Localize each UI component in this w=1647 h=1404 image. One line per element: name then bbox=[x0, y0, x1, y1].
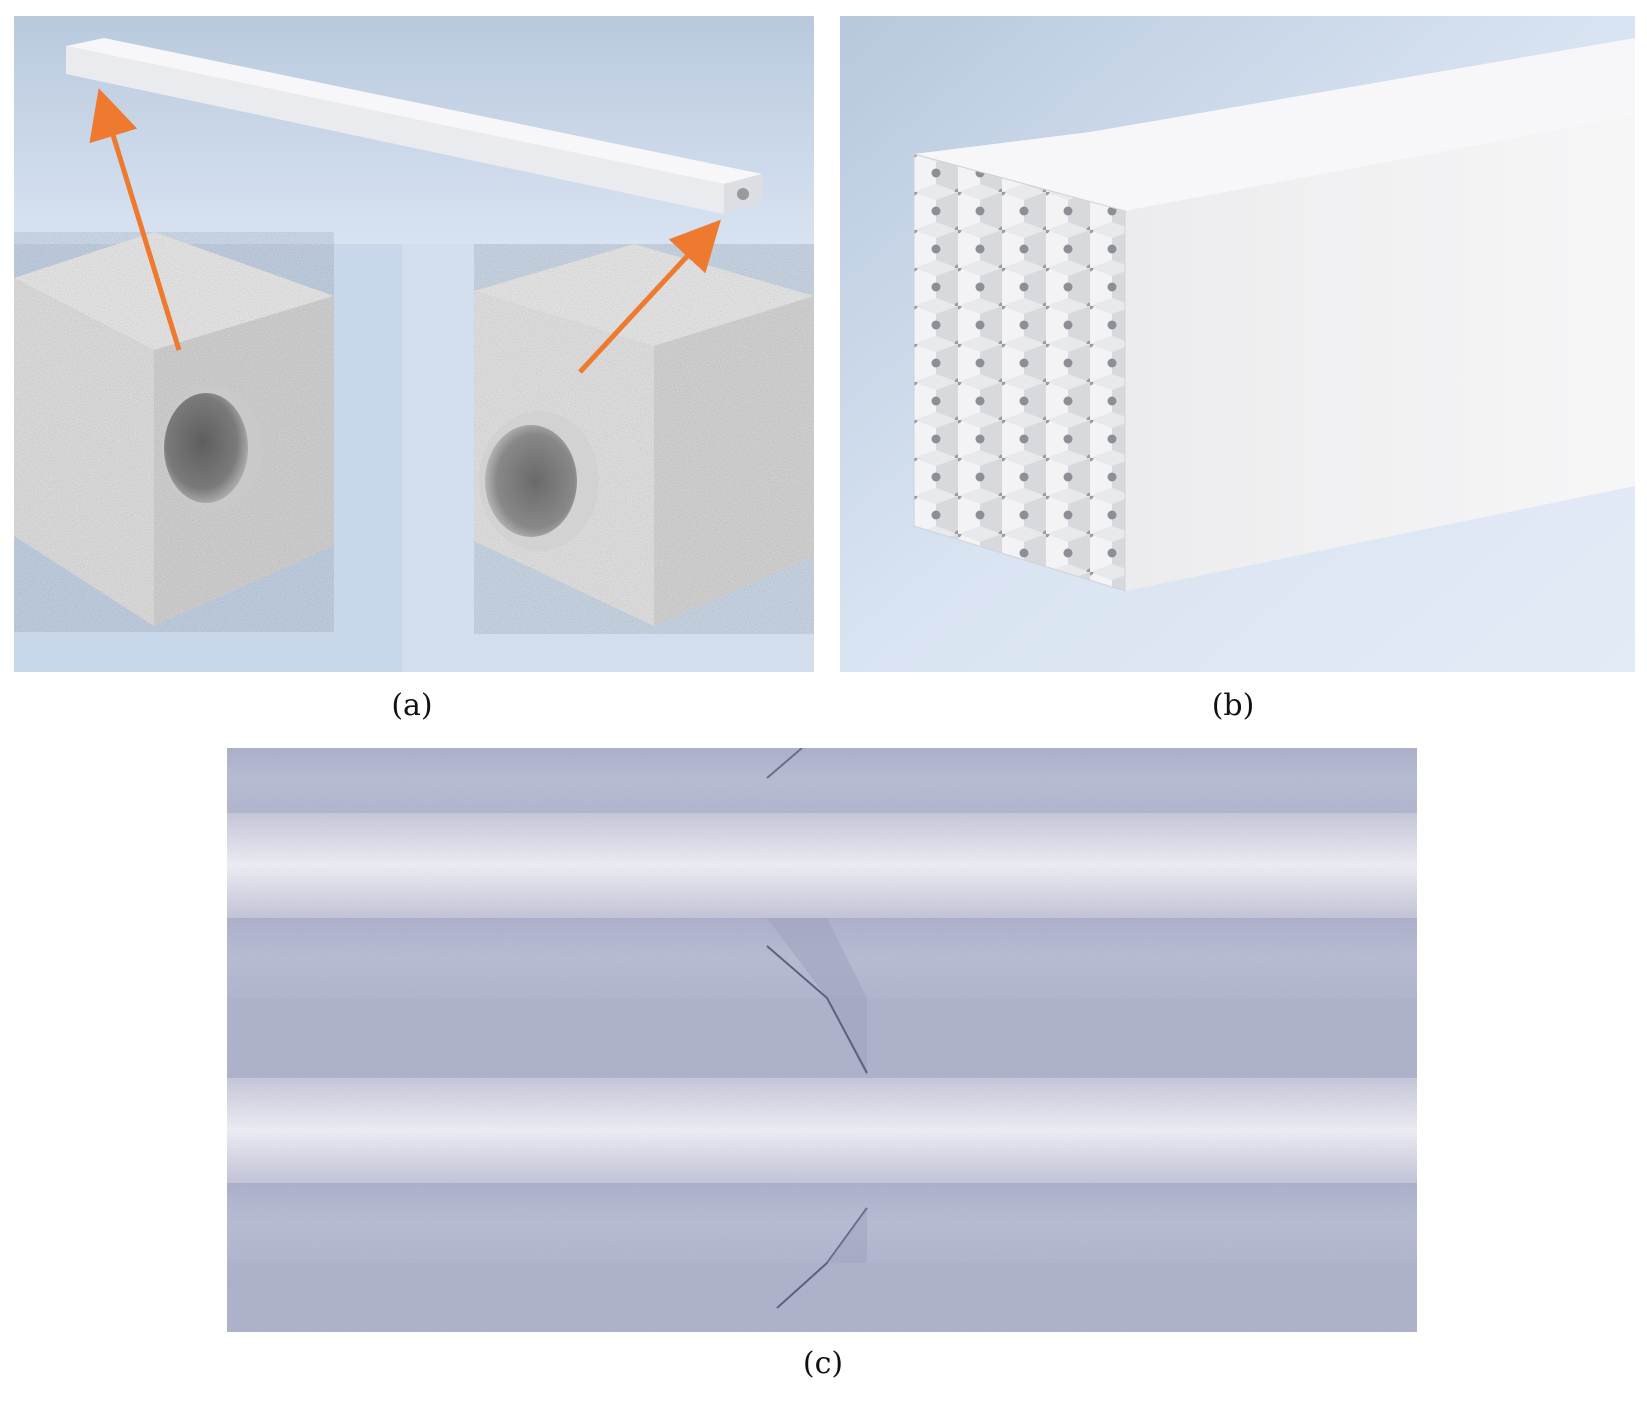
arrow-to-bar-right bbox=[578, 219, 721, 374]
panel-a-render bbox=[14, 16, 814, 672]
panel-b bbox=[840, 16, 1635, 672]
panel-c-label: (c) bbox=[802, 1346, 844, 1381]
right-cube-closeup bbox=[474, 244, 814, 634]
left-cube-closeup bbox=[14, 232, 334, 632]
panel-a-label: (a) bbox=[391, 688, 433, 723]
panel-b-render bbox=[840, 16, 1635, 672]
panel-c-render bbox=[227, 748, 1417, 1332]
panel-a bbox=[14, 16, 814, 672]
long-bar bbox=[66, 38, 762, 214]
seam-line bbox=[766, 945, 868, 1074]
panel-b-label: (b) bbox=[1211, 688, 1255, 723]
panel-c bbox=[227, 748, 1417, 1332]
lattice-end-face bbox=[914, 154, 1125, 591]
block-side-face bbox=[1125, 116, 1635, 591]
arrow-to-bar-left bbox=[89, 88, 182, 351]
block-top-face bbox=[914, 38, 1635, 211]
seam-line bbox=[766, 748, 803, 779]
